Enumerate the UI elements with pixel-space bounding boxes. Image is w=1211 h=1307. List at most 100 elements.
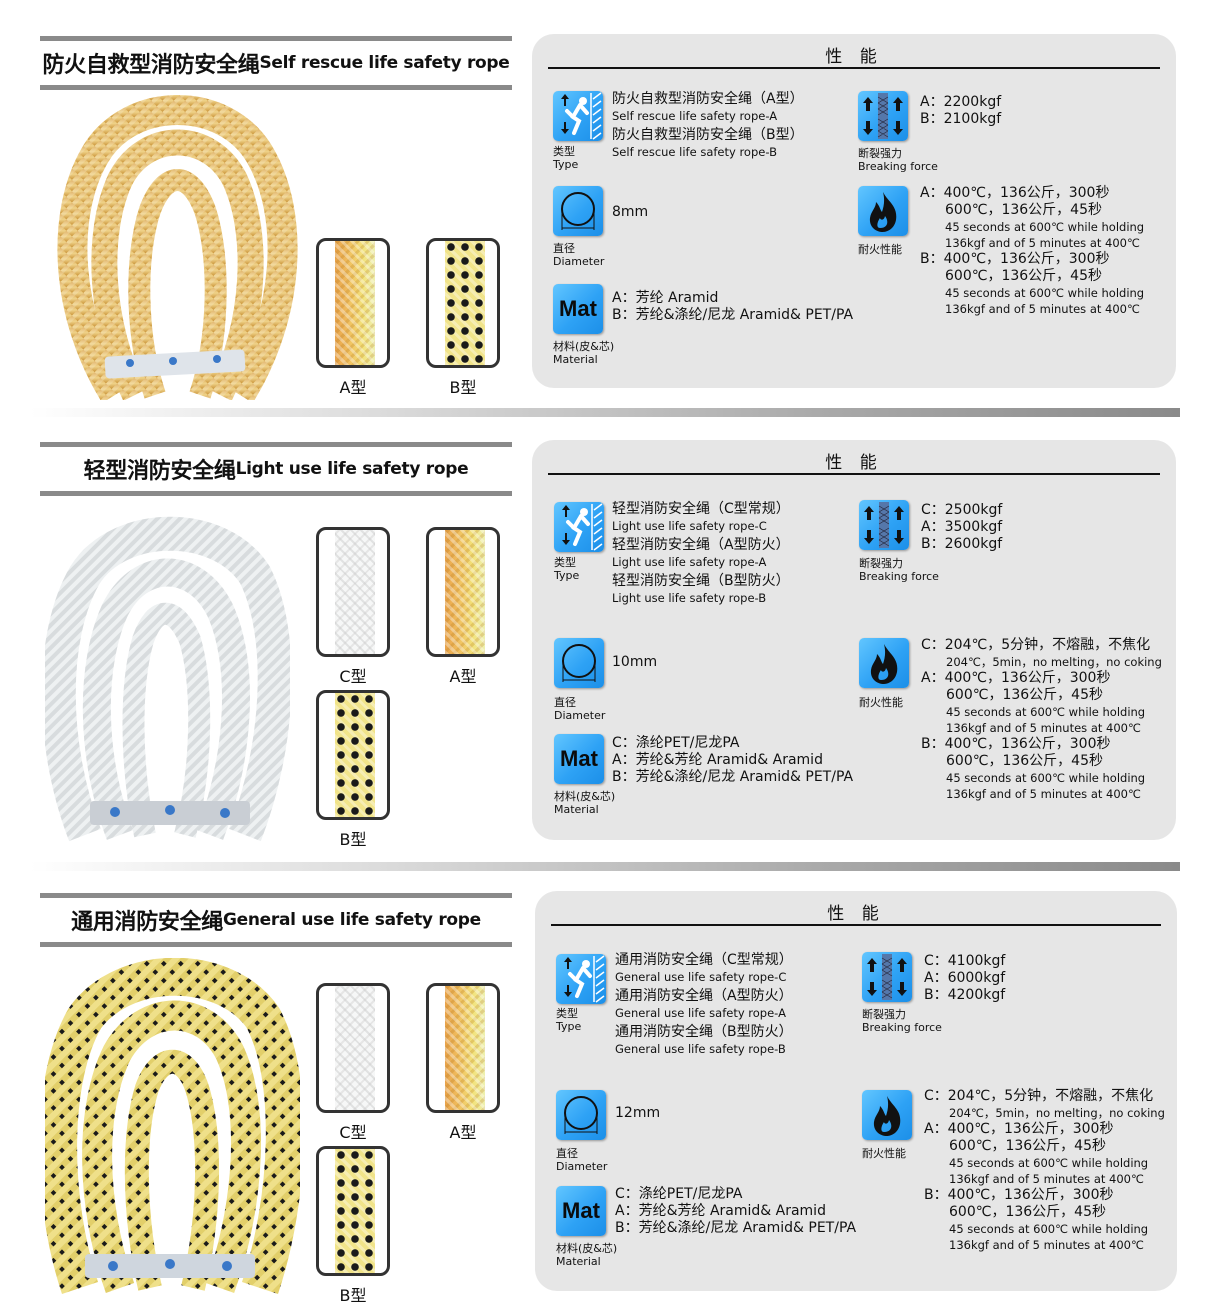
title-en: Light use life safety rope [235, 459, 469, 479]
panel-rule [551, 924, 1161, 926]
diameter-icon [553, 186, 603, 236]
fire-line: A：400℃，136公斤，300秒 [920, 185, 1110, 201]
fire-caption: 耐火性能 [859, 696, 903, 709]
title-cn: 通用消防安全绳 [71, 910, 223, 935]
panel-rule [548, 473, 1160, 475]
force-values: A：2200kgf B：2100kgf [920, 94, 1002, 127]
fire-line: 136kgf and of 5 minutes at 400℃ [945, 236, 1140, 250]
swatch-label: A型 [339, 378, 367, 397]
title-en: Self rescue life safety rope [259, 53, 510, 73]
fire-line: 600℃，136公斤，45秒 [949, 1138, 1106, 1154]
panel-rule [548, 67, 1160, 69]
force-values: C：2500kgf A：3500kgf B：2600kgf [921, 502, 1003, 552]
section-divider [30, 862, 1180, 871]
material-values: C：涤纶PET/尼龙PA A：芳纶&芳纶 Aramid& Aramid B：芳纶… [615, 1186, 857, 1236]
type-values: 防火自救型消防安全绳（A型） Self rescue life safety r… [612, 91, 804, 159]
fire-line: A：400℃，136公斤，300秒 [924, 1121, 1114, 1137]
fire-line: 45 seconds at 600℃ while holding [946, 705, 1146, 719]
diameter-value: 8mm [612, 204, 649, 220]
section-divider [30, 408, 1180, 417]
fire-caption: 耐火性能 [862, 1147, 906, 1160]
material-values: A：芳纶 Aramid B：芳纶&涤纶/尼龙 Aramid& PET/PA [612, 290, 854, 323]
fire-line: 600℃，136公斤，45秒 [949, 1204, 1106, 1220]
fire-line: 136kgf and of 5 minutes at 400℃ [949, 1238, 1144, 1252]
fire-line: 204℃，5min，no melting，no coking [946, 655, 1162, 669]
fire-line: C：204℃，5分钟，不熔融，不焦化 [921, 637, 1151, 653]
swatch-b: B型 [316, 1146, 390, 1306]
rope-coil-image [45, 515, 290, 850]
fire-line: 136kgf and of 5 minutes at 400℃ [946, 787, 1141, 801]
title-en: General use life safety rope [223, 910, 481, 930]
material-caption: 材料(皮&芯)Material [553, 340, 615, 366]
type-values: 轻型消防安全绳（C型常规） Light use life safety rope… [612, 501, 790, 605]
fire-line: 45 seconds at 600℃ while holding [949, 1222, 1149, 1236]
swatch-label: B型 [339, 1286, 367, 1305]
climber-icon [554, 502, 604, 552]
fire-line: 600℃，136公斤，45秒 [945, 202, 1102, 218]
fire-line: C：204℃，5分钟，不熔融，不焦化 [924, 1088, 1154, 1104]
rope-sample-a [445, 530, 485, 654]
fire-line: 204℃，5min，no melting，no coking [949, 1106, 1165, 1120]
breaking-force-icon [858, 91, 908, 141]
diameter-icon [554, 638, 604, 688]
fire-line: 600℃，136公斤，45秒 [945, 268, 1102, 284]
title-cn: 轻型消防安全绳 [83, 459, 236, 484]
panel-title: 性 能 [825, 47, 883, 67]
swatch-label: B型 [339, 830, 367, 849]
swatch-a: A型 [426, 527, 500, 687]
flame-icon [862, 1090, 912, 1140]
swatch-c: C型 [316, 983, 390, 1143]
fire-line: 136kgf and of 5 minutes at 400℃ [946, 721, 1141, 735]
rope-sample-a [445, 986, 485, 1110]
swatch-label: C型 [339, 1123, 367, 1142]
rope-sample-c [335, 986, 375, 1110]
fire-line: 45 seconds at 600℃ while holding [945, 286, 1145, 300]
fire-values: C：204℃，5分钟，不熔融，不焦化 204℃，5min，no melting，n… [921, 637, 1162, 802]
diameter-icon [556, 1090, 606, 1140]
climber-icon [553, 91, 603, 141]
swatch-label: A型 [449, 1123, 477, 1142]
fire-line: 136kgf and of 5 minutes at 400℃ [949, 1172, 1144, 1186]
material-caption: 材料(皮&芯)Material [554, 790, 616, 816]
breaking-force-icon [859, 500, 909, 550]
breaking-force-icon [862, 952, 912, 1002]
swatch-a: A型 [426, 983, 500, 1143]
fire-line: 136kgf and of 5 minutes at 400℃ [945, 302, 1140, 316]
fire-line: B：400℃，136公斤，300秒 [921, 736, 1111, 752]
diameter-value: 10mm [612, 654, 658, 670]
fire-values: C：204℃，5分钟，不熔融，不焦化 204℃，5min，no melting，n… [924, 1088, 1165, 1253]
swatch-label: A型 [449, 667, 477, 686]
swatch-c: C型 [316, 527, 390, 687]
fire-line: 600℃，136公斤，45秒 [946, 687, 1103, 703]
material-caption: 材料(皮&芯)Material [556, 1242, 618, 1268]
swatch-b: B型 [426, 238, 500, 398]
fire-line: 45 seconds at 600℃ while holding [946, 771, 1146, 785]
material-icon: Mat [554, 734, 604, 784]
flame-icon [858, 186, 908, 236]
climber-icon [556, 954, 606, 1004]
fire-line: B：400℃，136公斤，300秒 [924, 1187, 1114, 1203]
flame-icon [859, 638, 909, 688]
type-values: 通用消防安全绳（C型常规） General use life safety ro… [615, 952, 793, 1056]
title-rule-top [40, 36, 512, 41]
material-values: C：涤纶PET/尼龙PA A：芳纶&芳纶 Aramid& Aramid B：芳纶… [612, 735, 854, 785]
title-rule-bottom [40, 85, 512, 90]
title-cn: 防火自救型消防安全绳 [42, 53, 260, 78]
rope-sample-b [445, 241, 485, 365]
material-icon: Mat [553, 284, 603, 334]
